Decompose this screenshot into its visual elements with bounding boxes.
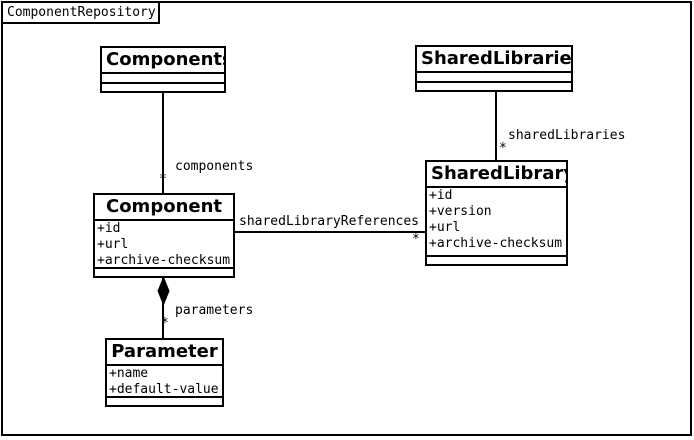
class-title: SharedLibrary (427, 162, 566, 188)
composition-diamond-icon (157, 276, 170, 306)
attribute: +url (429, 220, 461, 235)
class-title: Components (102, 48, 224, 74)
composition-component-parameter[interactable] (162, 277, 164, 338)
role-label-sharedlibraries: sharedLibraries (508, 128, 626, 143)
class-operations-empty (107, 398, 222, 405)
class-operations-empty (102, 84, 224, 91)
class-attributes: +id +version +url +archive-checksum (427, 188, 566, 257)
class-operations-empty (427, 257, 566, 264)
attribute: +name (109, 366, 149, 381)
class-box-sharedlibrary[interactable]: SharedLibrary +id +version +url +archive… (425, 160, 568, 266)
class-attributes-empty (417, 73, 571, 83)
multiplicity-sharedlibraries: * (499, 141, 507, 156)
attribute: +version (429, 204, 492, 219)
class-attributes: +id +url +archive-checksum (95, 221, 233, 269)
association-component-sharedlibrary[interactable] (234, 231, 426, 233)
multiplicity-components: * (159, 172, 167, 187)
class-operations-empty (95, 269, 233, 276)
attribute: +archive-checksum (97, 253, 231, 268)
attribute: +id (429, 188, 453, 203)
association-components-component[interactable] (162, 92, 164, 193)
class-title: SharedLibraries (417, 47, 571, 73)
class-box-parameter[interactable]: Parameter +name +default-value (105, 338, 224, 407)
frame-tab-label: ComponentRepository (7, 5, 156, 20)
multiplicity-parameters: * (161, 316, 169, 331)
class-box-component[interactable]: Component +id +url +archive-checksum (93, 193, 235, 278)
role-label-parameters: parameters (175, 303, 254, 318)
attribute: +archive-checksum (429, 236, 563, 251)
attribute: +default-value (109, 382, 219, 397)
class-title: Parameter (107, 340, 222, 366)
class-title: Component (95, 195, 233, 221)
frame-tab: ComponentRepository (1, 1, 160, 24)
multiplicity-sharedlibraryreferences: * (412, 232, 420, 247)
attribute: +id (97, 221, 121, 236)
class-box-components[interactable]: Components (100, 46, 226, 93)
class-attributes-empty (102, 74, 224, 84)
class-attributes: +name +default-value (107, 366, 222, 398)
role-label-sharedlibraryreferences: sharedLibraryReferences (239, 214, 420, 229)
class-operations-empty (417, 83, 571, 90)
class-box-sharedlibraries[interactable]: SharedLibraries (415, 45, 573, 92)
association-sharedlibraries-sharedlibrary[interactable] (495, 91, 497, 161)
role-label-components: components (175, 159, 254, 174)
attribute: +url (97, 237, 129, 252)
